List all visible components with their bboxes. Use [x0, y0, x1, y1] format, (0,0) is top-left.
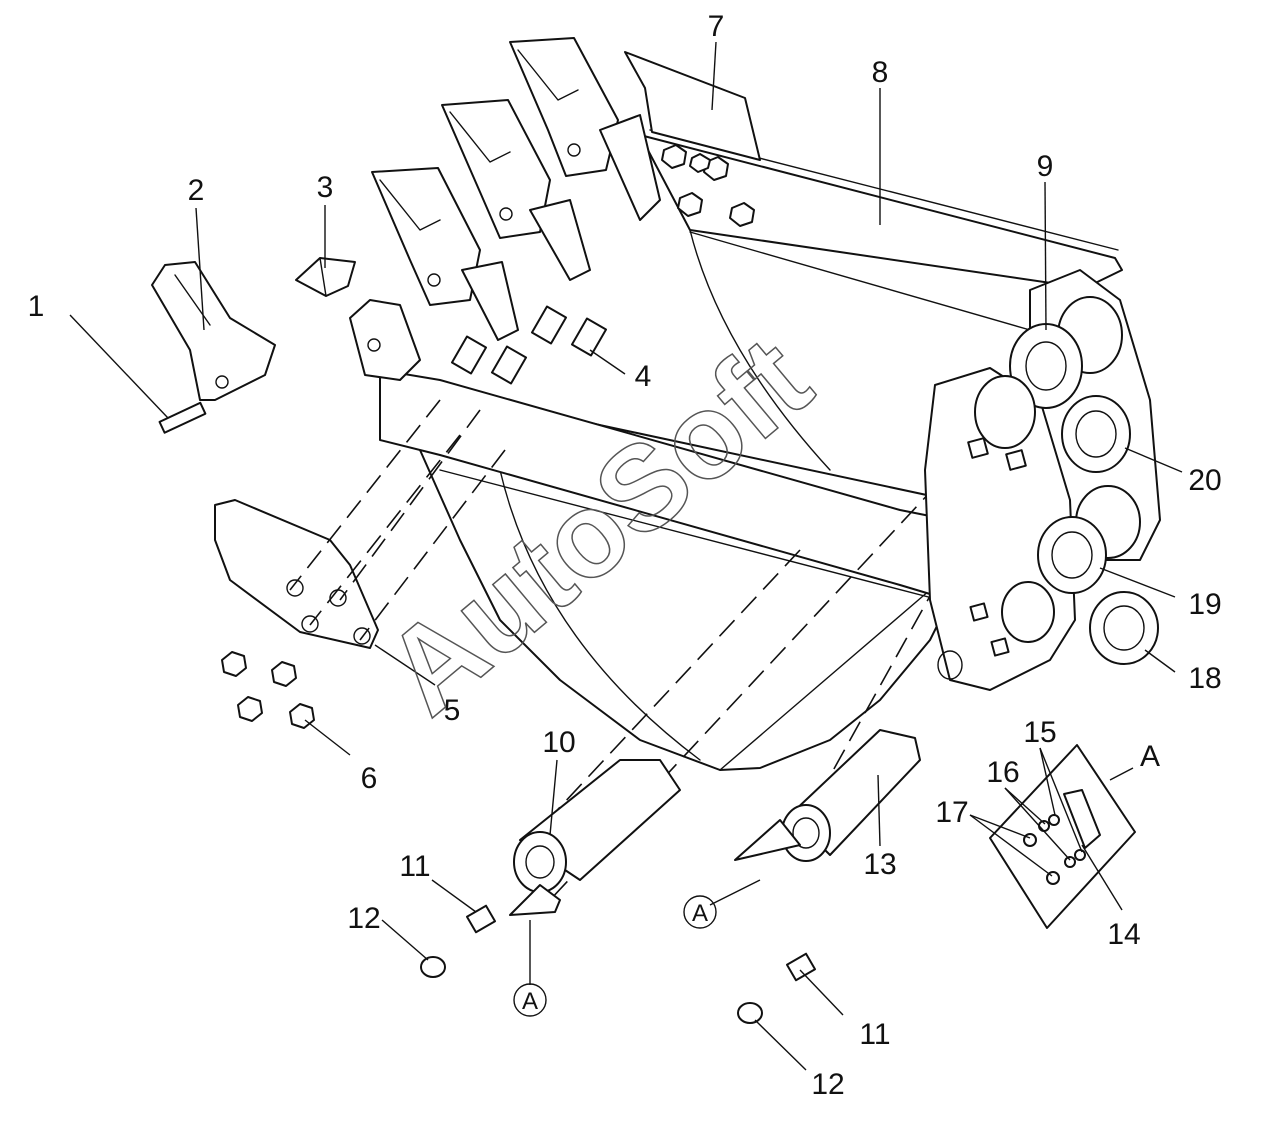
grease-blocks	[967, 437, 1027, 657]
callout-13: 13	[863, 848, 896, 881]
tooth-1	[371, 167, 481, 306]
callout-8: 8	[872, 56, 889, 89]
callout-7: 7	[708, 10, 725, 43]
bucket-teeth	[371, 37, 661, 341]
bucket-shell	[379, 229, 951, 771]
callout-3: 3	[317, 171, 334, 204]
callout-1: 1	[28, 290, 45, 323]
hinge-pin-right	[734, 729, 921, 862]
callout-15: 15	[1023, 716, 1056, 749]
side-cutter	[214, 499, 379, 649]
corner-adapter	[349, 299, 421, 381]
detail-ref-right: A	[683, 895, 717, 929]
leader-lines	[69, 41, 1183, 1071]
tooth-pin	[158, 401, 207, 434]
callout-19: 19	[1188, 588, 1221, 621]
callout-11b: 11	[859, 1018, 890, 1051]
side-cutter-plate	[624, 51, 761, 161]
callout-18: 18	[1188, 662, 1221, 695]
callout-11a: 11	[399, 850, 430, 883]
callout-14: 14	[1107, 918, 1140, 951]
callout-2: 2	[188, 174, 205, 207]
detail-section-label: A	[1140, 740, 1160, 773]
ref-right-label: A	[692, 900, 708, 927]
callout-5: 5	[444, 694, 461, 727]
callout-numbers: 1 2 3 4 5 6 7 8 9 10 11 11 12 12 13 14 1…	[28, 10, 1222, 1101]
callout-12a: 12	[347, 902, 380, 935]
callout-6: 6	[361, 762, 378, 795]
callout-20: 20	[1188, 464, 1221, 497]
hinge-plates	[924, 269, 1161, 691]
detail-ref-left: A	[513, 983, 547, 1017]
grease-fittings	[420, 904, 817, 1024]
top-plate-bolts	[661, 144, 755, 227]
detail-a-box	[989, 744, 1136, 929]
loose-tooth	[151, 261, 276, 401]
callout-4: 4	[635, 360, 652, 393]
tooth-2	[441, 99, 551, 239]
tooth-3	[509, 37, 619, 177]
callout-17: 17	[935, 796, 968, 829]
ref-left-label: A	[522, 988, 538, 1015]
callout-12b: 12	[811, 1068, 844, 1101]
side-cutter-nuts	[221, 651, 315, 729]
shim-block	[295, 257, 356, 297]
callout-9: 9	[1037, 150, 1054, 183]
hinge-pin-left	[509, 759, 681, 916]
callout-10: 10	[542, 726, 575, 759]
callout-16: 16	[986, 756, 1019, 789]
lip-bolts	[450, 305, 608, 385]
